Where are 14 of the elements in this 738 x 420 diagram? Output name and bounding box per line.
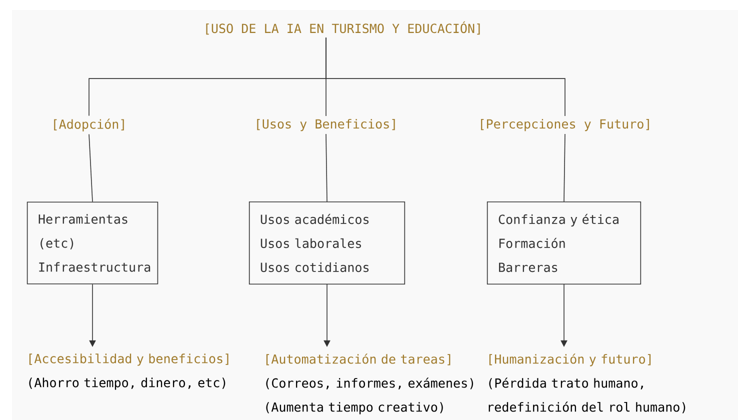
connector-line <box>564 134 566 202</box>
heading-text: [USO DE LA IA EN TURISMO Y EDUCACIÓN] <box>206 21 480 35</box>
connector-line <box>88 134 93 202</box>
outcome-text: [Accesibilidad y beneficios] (Ahorro tiempo, dinero, etc) <box>29 354 228 390</box>
connector-line <box>326 134 328 202</box>
connector-line <box>326 37 566 116</box>
item-box: Usos académicos Usos laborales Usos cotidianos <box>248 202 406 284</box>
heading-text: [Percepciones y Futuro] <box>481 118 649 132</box>
heading-text: [Usos y Beneficios] <box>257 118 395 132</box>
outcome-text: [Humanización y futuro] (Pérdida trato humano, redefinición del rol humano) <box>488 354 686 414</box>
item-box: Herramientas (etc) Infraestructura <box>26 202 158 284</box>
outcome-text: [Automatización de tareas] (Correos, informes, exámenes) (Aumenta tiempo creativo) <box>266 354 474 414</box>
heading-text: [Adopción] <box>54 118 124 132</box>
item-box: Confianza y ética Formación Barreras <box>486 202 642 284</box>
